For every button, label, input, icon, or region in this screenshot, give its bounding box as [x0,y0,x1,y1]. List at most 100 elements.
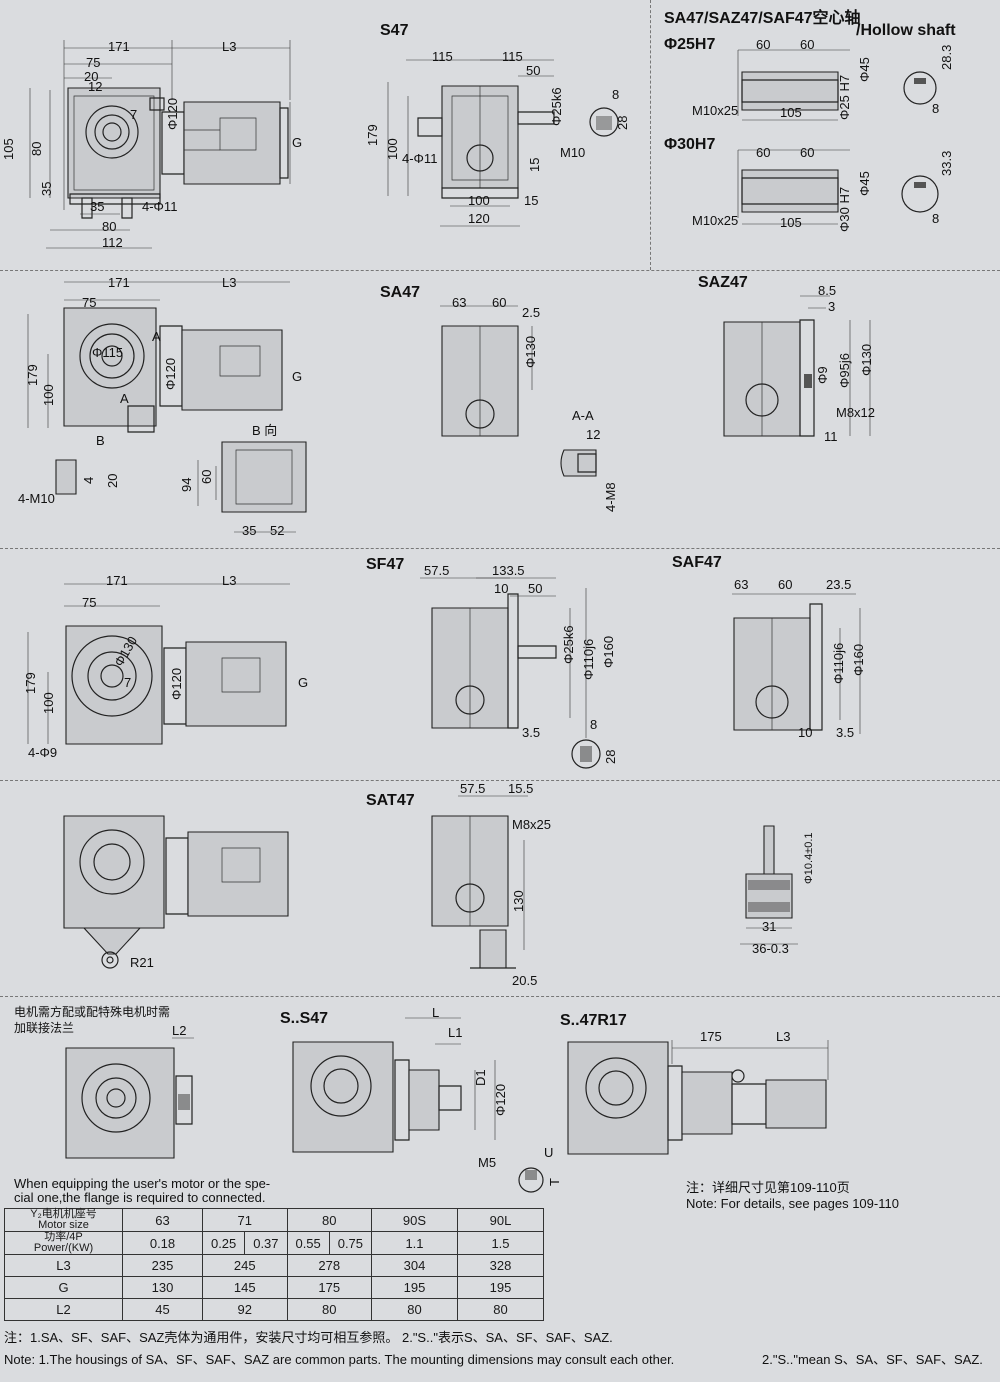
motor-size-cell: 90L [457,1208,544,1232]
motor-size-cell: 71 [202,1208,288,1232]
sa47-dim-A1: A [152,329,161,344]
hollow-shaft-drawing [650,0,1000,270]
sat47-dim-m8x25: M8x25 [512,817,552,832]
separator-3 [0,780,1000,781]
sa47-view-B: B 向 [252,423,278,438]
row-head-L3: L3 [4,1254,123,1277]
hollow-30-section [738,150,938,224]
sa47-title: SA47 [380,284,421,301]
s47-dim-75: 75 [86,55,101,70]
s47-side-dims [388,60,554,226]
sf47-side-dim-8: 8 [590,717,598,732]
s47-dim-G: G [292,135,303,150]
ss47-drawing [285,1000,565,1200]
saf47-title: SAF47 [672,554,722,571]
s47-dim-7: 7 [130,107,138,122]
sa47-dim-phi115: Φ115 [92,345,124,360]
row-head-power: 功率/4P Power/(KW) [4,1231,123,1255]
hollow25-dim-60a: 60 [756,37,771,52]
sat47-dim-31: 31 [762,919,777,934]
G-cell: 175 [286,1276,372,1299]
ss47-dim-D1: D1 [473,1069,488,1086]
separator-1 [0,270,1000,271]
saf47-dim-phi110j6: Φ110j6 [831,642,846,684]
saf47-dim-63: 63 [734,577,749,592]
sa47-motor-drawing [0,270,360,548]
s47-side-dim-179: 179 [365,124,380,146]
row-head-L2: L2 [4,1298,123,1321]
flange-note-en-1: When equipping the user's motor or the s… [14,1176,271,1191]
ss47-dim-U: U [544,1145,554,1160]
hollow30-dim-phi30h7: Φ30 H7 [837,186,852,232]
s47r17-dim-175: 175 [700,1029,722,1044]
s47-dim-20: 20 [84,69,99,84]
s47-side-dim-115b: 115 [502,49,523,64]
s47-side-dim-8: 8 [612,87,620,102]
pages-note-cn: 注：详细尺寸见第109-110页 [686,1180,850,1195]
s47-side-dim-15b: 15 [524,193,539,208]
hollow-phi25-title: Φ25H7 [664,36,716,53]
sat47-dim-15-5: 15.5 [508,781,534,796]
hollow-phi30-title: Φ30H7 [664,136,716,153]
pages-note-en: Note: For details, see pages 109-110 [686,1196,899,1211]
row-head-en: Power/(KW) [33,1242,94,1254]
s47-side-dim-120: 120 [468,211,490,226]
saz47-dim-11: 11 [824,429,838,444]
separator-2 [0,548,1000,549]
sat47-side-drawing [410,780,560,996]
s47-side-dim-100h: 100 [468,193,490,208]
s47-motor [162,102,288,184]
aa-dim-12: 12 [586,427,601,442]
sa47-dim-60b: 60 [199,469,214,484]
table-row: L3 235 245 278 304 328 [4,1254,544,1277]
s47r17-title: S..47R17 [560,1012,627,1029]
L3-cell: 328 [457,1254,544,1277]
sf47-dim-7: 7 [124,675,132,690]
sa47-dim-171: 171 [108,275,130,290]
saf47-dim-phi160: Φ160 [851,643,866,676]
row-head-cn: Y₂电机机座号 [30,1208,97,1220]
saf47-dim-10: 10 [798,725,813,740]
s47-dim-112: 112 [102,235,123,250]
s47-side-dim-50: 50 [526,63,541,78]
footnote-cn: 注：1.SA、SF、SAF、SAZ壳体为通用件，安装尺寸均可相互参照。 2."S… [4,1330,613,1345]
saf47-dim-60: 60 [778,577,793,592]
power-cell: 0.55 [286,1231,330,1255]
separator-4 [0,996,1000,997]
table-row: Y₂电机机座号 Motor size 63 71 80 90S 90L [4,1208,544,1232]
s47-dim-4-phi11: 4-Φ11 [142,199,178,214]
sf47-side-dim-phi110j6: Φ110j6 [581,638,596,680]
s47-dimension-lines [30,40,290,248]
s47-side-dim-28: 28 [615,115,630,130]
sf47-side-dim-phi160: Φ160 [601,635,616,668]
sat47-pin-drawing [730,820,810,950]
sf47-side-dim-133-5: 133.5 [492,563,525,578]
s47-dim-12: 12 [88,79,103,94]
s47-dim-L3: L3 [222,39,237,54]
saz47-dim-phi130: Φ130 [859,343,874,376]
G-cell: 130 [122,1276,203,1299]
hollow-shaft-title: SA47/SAZ47/SAF47空心轴 [664,10,861,27]
L2-cell: 80 [286,1298,372,1321]
sat47-dim-57-5: 57.5 [460,781,486,796]
hollow30-dim-60b: 60 [800,145,815,160]
G-cell: 145 [202,1276,288,1299]
s47-side-dim-4-phi11: 4-Φ11 [402,151,438,166]
hollow25-dim-phi45: Φ45 [857,57,872,82]
sf47-dim-4-phi9: 4-Φ9 [28,745,58,760]
saz47-dim-8-5: 8.5 [818,283,837,298]
sat47-dim-130: 130 [511,890,526,912]
power-cell: 1.5 [457,1231,544,1255]
sf47-side-dim-3-5: 3.5 [522,725,541,740]
s47-side-drawing [360,0,650,270]
ss47-dim-phi120: Φ120 [493,1083,508,1116]
sa47-dim-phi120: Φ120 [163,357,178,390]
ss47-dim-T: T [547,1178,562,1186]
s47-side-housing [418,86,554,198]
saz47-dim-phi95j6: Φ95j6 [837,353,852,388]
s47-dim-35-v: 35 [39,181,54,196]
sf47-side-drawing [410,548,620,780]
hollow25-dim-m10x25: M10x25 [692,103,739,118]
sa47-dim-20: 20 [105,473,120,488]
sf47-title: SF47 [366,556,405,573]
